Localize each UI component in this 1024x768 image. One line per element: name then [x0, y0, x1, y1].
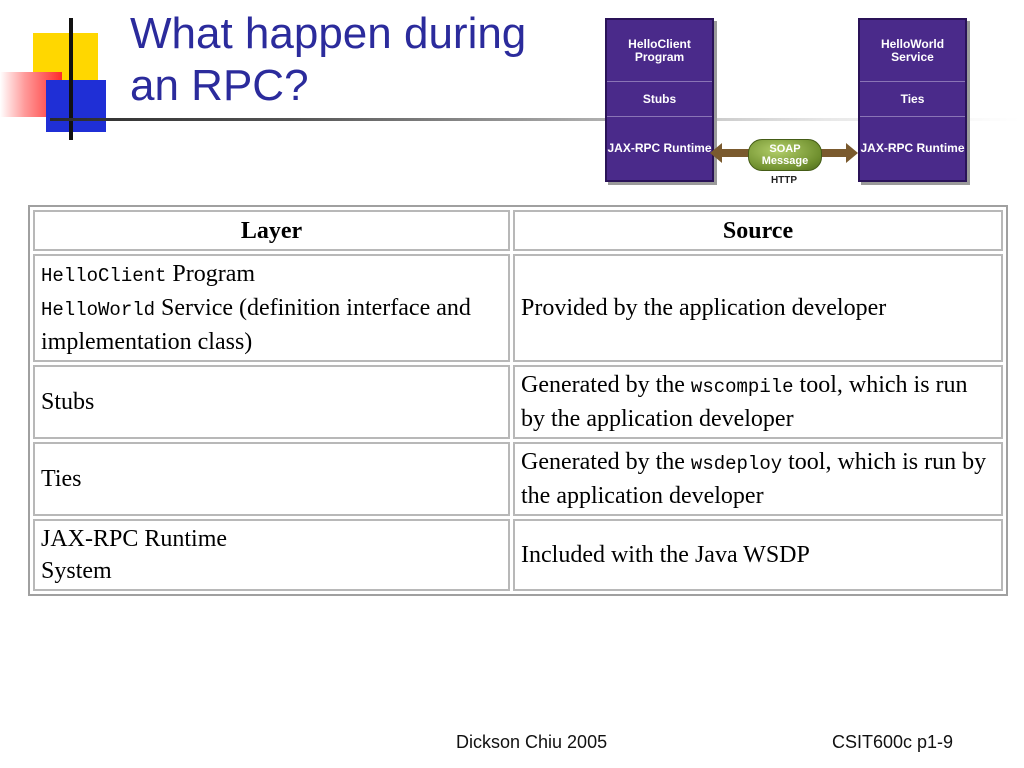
layer-source-table: Layer Source HelloClient Program HelloWo… [28, 205, 1008, 596]
header-source: Source [513, 210, 1003, 251]
code-wsdeploy: wsdeploy [690, 453, 783, 475]
source-cell: Generated by the wscompile tool, which i… [513, 365, 1003, 439]
soap-message-bubble: SOAP Message [748, 139, 822, 171]
slide-title-line2: an RPC? [130, 61, 309, 110]
footer-page-number: CSIT600c p1-9 [832, 732, 954, 752]
slide-title-line1: What happen during [130, 9, 527, 58]
source-text: tool, which is run by the application de… [521, 372, 968, 432]
title-underline [50, 118, 1020, 121]
code-hello-client: HelloClient [41, 265, 167, 287]
server-ties-cell: Ties [860, 82, 965, 117]
right-arrow-icon [846, 143, 858, 163]
layer-text: Service (definition interface and implem… [41, 295, 471, 355]
header-layer: Layer [33, 210, 510, 251]
table-row: HelloClient Program HelloWorld Service (… [33, 254, 1003, 362]
source-cell: Generated by the wsdeploy tool, which is… [513, 442, 1003, 516]
footer-author: Dickson Chiu 2005 [456, 732, 608, 752]
http-label: HTTP [770, 175, 798, 186]
source-text: Generated by the [521, 372, 691, 398]
layer-runtime-text: JAX-RPC Runtime System [41, 526, 228, 584]
logo-vertical-line [69, 18, 73, 140]
slide-logo [0, 0, 140, 140]
server-runtime-cell: JAX-RPC Runtime [860, 141, 965, 155]
layer-cell: JAX-RPC Runtime System [33, 519, 510, 591]
code-wscompile: wscompile [690, 376, 794, 398]
layer-cell: Ties [33, 442, 510, 516]
source-cell: Included with the Java WSDP [513, 519, 1003, 591]
slide-title: What happen during an RPC? [130, 8, 570, 112]
layer-text: Program [166, 261, 256, 287]
table-row: Ties Generated by the wsdeploy tool, whi… [33, 442, 1003, 516]
client-stack: HelloClient Program Stubs JAX-RPC Runtim… [605, 18, 714, 182]
table-row: Stubs Generated by the wscompile tool, w… [33, 365, 1003, 439]
layer-cell: HelloClient Program HelloWorld Service (… [33, 254, 510, 362]
table-row: JAX-RPC Runtime System Included with the… [33, 519, 1003, 591]
client-program-cell: HelloClient Program [607, 20, 712, 82]
client-stubs-cell: Stubs [607, 82, 712, 117]
left-arrow-icon [710, 143, 722, 163]
source-text: Generated by the [521, 449, 691, 475]
source-cell: Provided by the application developer [513, 254, 1003, 362]
client-runtime-cell: JAX-RPC Runtime [607, 141, 712, 155]
code-hello-world: HelloWorld [41, 299, 156, 321]
server-stack: HelloWorld Service Ties JAX-RPC Runtime [858, 18, 967, 182]
table-header-row: Layer Source [33, 210, 1003, 251]
layer-cell: Stubs [33, 365, 510, 439]
server-service-cell: HelloWorld Service [860, 20, 965, 82]
source-text: tool, which is run by the application de… [521, 449, 987, 509]
logo-blue-square [46, 80, 106, 132]
